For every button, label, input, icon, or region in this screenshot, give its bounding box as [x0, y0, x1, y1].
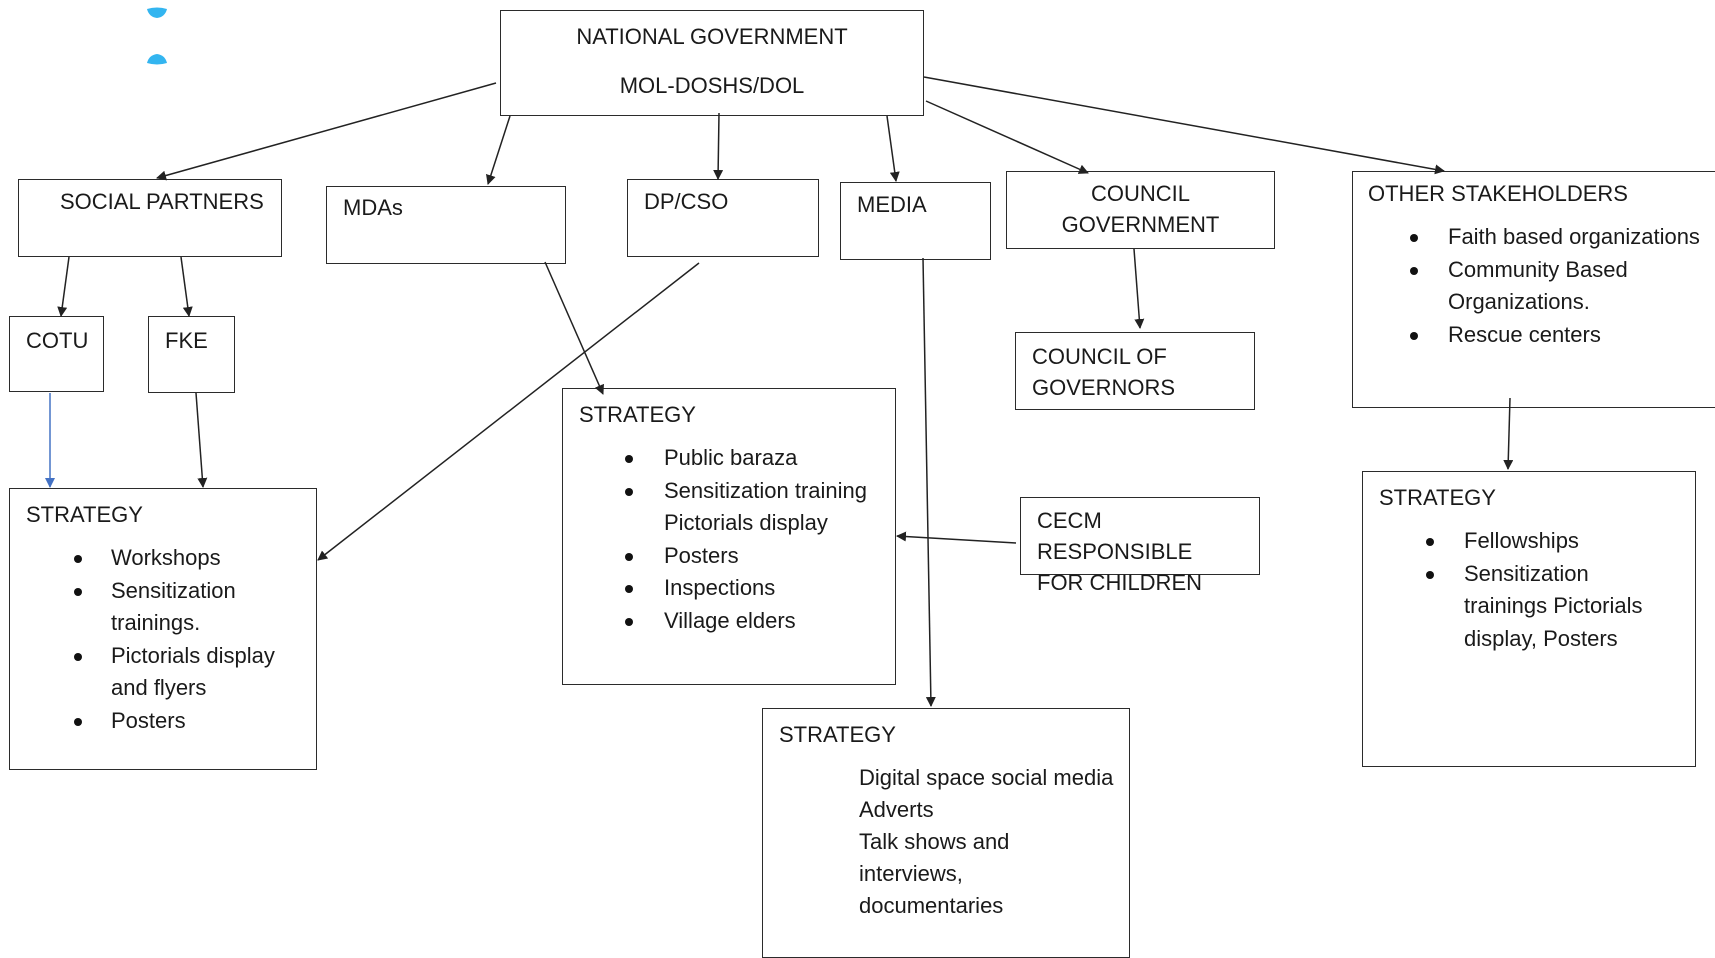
node-media: MEDIA [840, 182, 991, 260]
node-national-line1: NATIONAL GOVERNMENT [576, 24, 848, 49]
other-stakeholders-list: Faith based organizations Community Base… [1353, 221, 1713, 351]
strategy-mdas: STRATEGY Public baraza Sensitization tra… [562, 388, 896, 685]
text-box-handle-icon[interactable] [146, 7, 168, 19]
arrow-national-to-social-partners [156, 82, 497, 181]
node-cotu: COTU [9, 316, 104, 392]
node-cecm-line1: CECM RESPONSIBLE [1037, 508, 1193, 564]
node-dp-cso-label: DP/CSO [644, 189, 729, 214]
strategy-title: STRATEGY [1379, 485, 1496, 510]
node-council-government-line2: GOVERNMENT [1061, 212, 1220, 237]
strategy-other-stakeholders: STRATEGY Fellowships Sensitization train… [1362, 471, 1696, 767]
node-social-partners-label: SOCIAL PARTNERS [60, 189, 264, 214]
node-cecm: CECM RESPONSIBLE FOR CHILDREN [1020, 497, 1260, 595]
list-item: Village elders [563, 605, 884, 638]
strategy-other-list: Fellowships Sensitization trainings Pict… [1363, 525, 1695, 655]
arrow-national-to-other-stakeholders [923, 76, 1445, 175]
node-mdas: MDAs [326, 186, 566, 264]
node-dp-cso: DP/CSO [627, 179, 819, 257]
node-national-line2: MOL-DOSHS/DOL [619, 73, 805, 98]
node-fke: FKE [148, 316, 235, 393]
node-fke-label: FKE [165, 328, 208, 353]
strategy-media-line: interviews, [859, 861, 963, 886]
strategy-media-line: Digital space social media [859, 765, 1114, 790]
node-social-partners: SOCIAL PARTNERS [18, 179, 282, 257]
strategy-media: STRATEGY Digital space social media Adve… [762, 708, 1130, 958]
strategy-social-partners: STRATEGY Workshops Sensitization trainin… [9, 488, 317, 770]
list-item: Rescue centers [1353, 319, 1713, 352]
node-council-of-governors-line1: COUNCIL OF [1032, 344, 1167, 369]
strategy-title: STRATEGY [579, 402, 696, 427]
strategy-title: STRATEGY [779, 722, 896, 747]
node-council-government-line1: COUNCIL [1090, 181, 1190, 206]
list-item: Sensitization trainings. [10, 575, 261, 640]
arrow-social-partners-to-fke [180, 256, 193, 317]
arrow-other-stakeholders-to-strategy [1503, 397, 1514, 470]
strategy-mdas-list: Public baraza Sensitization training Pic… [563, 442, 895, 637]
arrow-mdas-to-strategy [544, 261, 604, 395]
node-cecm-line2: FOR CHILDREN [1037, 570, 1203, 595]
strategy-media-lines: Digital space social media Adverts Talk … [859, 762, 1129, 922]
list-item: Sensitization trainings Pictorials displ… [1363, 558, 1654, 656]
list-item: Posters [10, 705, 291, 738]
list-item: Posters [563, 540, 884, 573]
arrow-national-to-media [886, 115, 900, 182]
node-cotu-label: COTU [26, 328, 89, 353]
arrow-fke-to-strategy [195, 392, 208, 488]
text-box-handle-icon[interactable] [146, 53, 168, 65]
strategy-media-line: documentaries [859, 893, 1004, 918]
arrow-national-to-council-government [925, 100, 1089, 174]
node-mdas-label: MDAs [343, 195, 403, 220]
node-national-government: NATIONAL GOVERNMENT MOL-DOSHS/DOL [500, 10, 924, 116]
arrow-council-government-to-council-of-governors [1133, 248, 1145, 329]
strategy-social-list: Workshops Sensitization trainings. Picto… [10, 542, 316, 737]
arrow-national-to-mdas [486, 115, 511, 185]
list-item: Faith based organizations [1353, 221, 1713, 254]
node-media-label: MEDIA [857, 192, 927, 217]
node-other-stakeholders: OTHER STAKEHOLDERS Faith based organizat… [1352, 171, 1715, 408]
strategy-title: STRATEGY [26, 502, 143, 527]
strategy-media-line: Talk shows and [859, 829, 1010, 854]
list-item: Pictorials display and flyers [10, 640, 286, 705]
node-other-stakeholders-label: OTHER STAKEHOLDERS [1368, 181, 1628, 206]
list-item: Workshops [10, 542, 291, 575]
list-item: Community Based Organizations. [1353, 254, 1638, 319]
arrow-media-to-strategy [922, 257, 936, 707]
node-council-of-governors: COUNCIL OF GOVERNORS [1015, 332, 1255, 410]
strategy-media-line: Adverts [859, 797, 934, 822]
list-item: Inspections [563, 572, 884, 605]
node-council-government: COUNCIL GOVERNMENT [1006, 171, 1275, 249]
arrow-cecm-to-strategy [896, 531, 1017, 544]
list-item: Fellowships [1363, 525, 1644, 558]
list-item: Sensitization training Pictorials displa… [563, 475, 884, 540]
list-item: Public baraza [563, 442, 884, 475]
arrow-national-to-dp-cso [713, 112, 724, 180]
arrow-social-partners-to-cotu [57, 256, 70, 317]
node-council-of-governors-line2: GOVERNORS [1032, 375, 1176, 400]
